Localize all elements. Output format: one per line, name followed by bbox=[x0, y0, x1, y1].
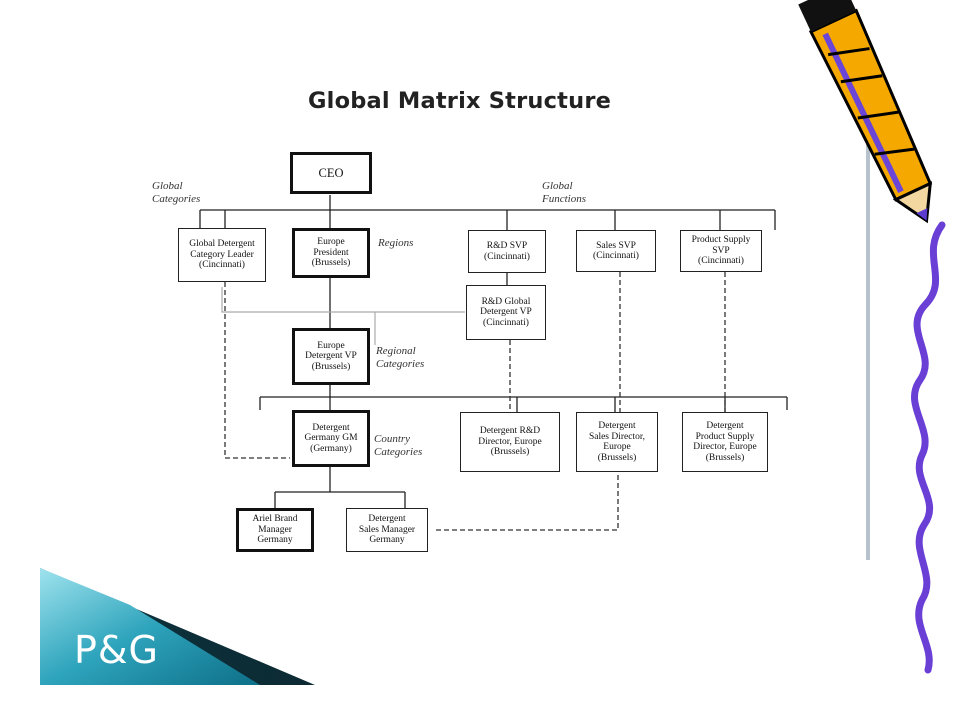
rd-svp-box: R&D SVP (Cincinnati) bbox=[468, 230, 546, 273]
detergent-product-supply-director-box: Detergent Product Supply Director, Europ… bbox=[682, 412, 768, 472]
org-connectors bbox=[199, 195, 788, 531]
pencil-icon bbox=[798, 0, 933, 224]
ceo-box: CEO bbox=[290, 152, 372, 194]
europe-detergent-vp-box: Europe Detergent VP (Brussels) bbox=[292, 328, 370, 385]
regions-label: Regions bbox=[378, 237, 414, 249]
global-functions-label: Global Functions bbox=[542, 180, 586, 205]
slide-title: Global Matrix Structure bbox=[308, 88, 612, 114]
global-detergent-category-leader-box: Global Detergent Category Leader (Cincin… bbox=[178, 228, 266, 282]
detergent-rd-director-box: Detergent R&D Director, Europe (Brussels… bbox=[460, 412, 560, 472]
detergent-sales-director-box: Detergent Sales Director, Europe (Brusse… bbox=[576, 412, 658, 472]
regional-categories-label: Regional Categories bbox=[376, 345, 425, 370]
brand-logo-text: P&G bbox=[74, 628, 159, 672]
detergent-sales-manager-box: Detergent Sales Manager Germany bbox=[346, 508, 428, 552]
squiggle-decoration bbox=[911, 221, 946, 674]
sales-svp-box: Sales SVP (Cincinnati) bbox=[576, 230, 656, 272]
product-supply-svp-box: Product Supply SVP (Cincinnati) bbox=[680, 230, 762, 272]
brand-graphic bbox=[0, 540, 315, 685]
detergent-germany-gm-box: Detergent Germany GM (Germany) bbox=[292, 410, 370, 467]
global-categories-label: Global Categories bbox=[152, 180, 201, 205]
org-chart: Global Categories Global Functions Regio… bbox=[130, 140, 795, 560]
europe-president-box: Europe President (Brussels) bbox=[292, 228, 370, 278]
rd-global-detergent-vp-box: R&D Global Detergent VP (Cincinnati) bbox=[466, 285, 546, 340]
country-categories-label: Country Categories bbox=[374, 433, 423, 458]
ariel-brand-manager-box: Ariel Brand Manager Germany bbox=[236, 508, 314, 552]
